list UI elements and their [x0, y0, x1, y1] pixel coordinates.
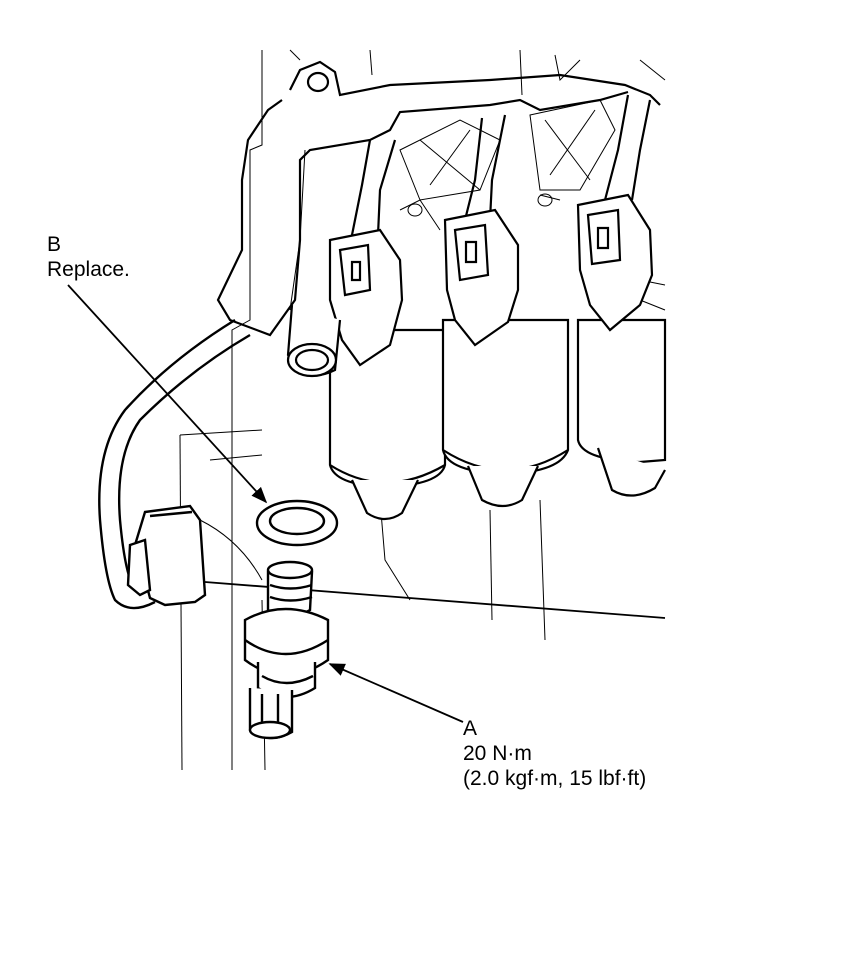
sensor-a — [243, 560, 330, 740]
callout-b-letter: B — [47, 233, 62, 256]
callout-a-torque: 20 N·m — [463, 742, 532, 765]
sensor-connector — [126, 504, 207, 607]
sensor-port — [286, 304, 342, 378]
injector-2 — [441, 208, 570, 508]
callout-b: B Replace. — [47, 232, 130, 282]
callout-b-note: Replace. — [47, 258, 130, 281]
leader-b — [67, 284, 268, 504]
sealing-washer — [255, 499, 339, 547]
wire-harness — [216, 60, 661, 337]
callout-a: A 20 N·m (2.0 kgf·m, 15 lbf·ft) — [463, 716, 646, 791]
injector-3 — [576, 193, 667, 497]
callout-a-letter: A — [463, 717, 478, 740]
leader-a — [328, 663, 464, 723]
injector-1 — [328, 228, 447, 521]
sensor-lead-wire — [98, 318, 251, 610]
engine-block — [179, 49, 666, 771]
callout-a-torque-alt: (2.0 kgf·m, 15 lbf·ft) — [463, 767, 647, 790]
